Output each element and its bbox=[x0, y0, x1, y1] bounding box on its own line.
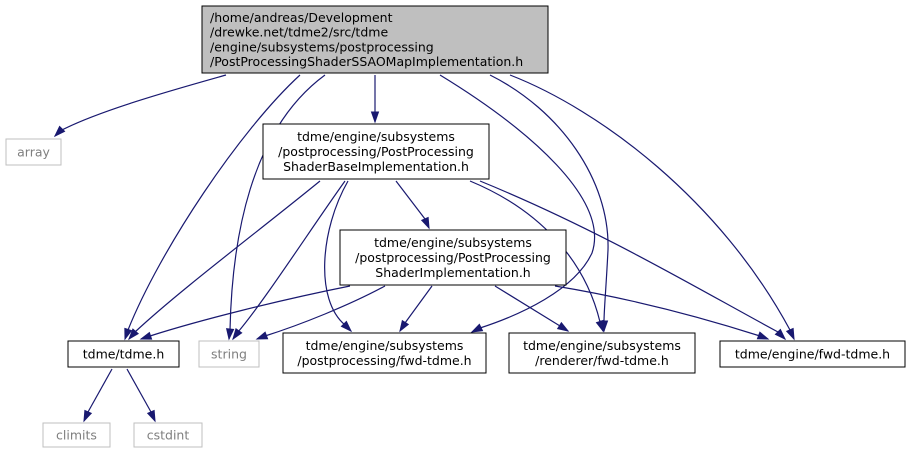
node-label: array bbox=[17, 145, 50, 160]
edge-root-base bbox=[370, 75, 380, 124]
node-box bbox=[719, 340, 906, 368]
node-climits: climits bbox=[42, 422, 111, 448]
node-label: tdme/engine/fwd-tdme.h bbox=[735, 347, 890, 362]
node-root: /home/andreas/Development/drewke.net/tdm… bbox=[201, 5, 549, 74]
arrow-head-icon bbox=[139, 331, 153, 340]
node-box bbox=[5, 138, 62, 166]
arrow-head-icon bbox=[53, 125, 66, 138]
arrow-head-icon bbox=[420, 216, 430, 230]
edge-line bbox=[229, 74, 326, 331]
node-label: /PostProcessingShaderSSAOMapImplementati… bbox=[210, 54, 523, 69]
edge-impl-ppfwd bbox=[399, 285, 433, 333]
arrow-head-icon bbox=[785, 327, 795, 341]
node-label: string bbox=[211, 347, 247, 362]
node-array: array bbox=[5, 138, 62, 166]
edge-line bbox=[479, 180, 779, 333]
node-label: /renderer/fwd-tdme.h bbox=[535, 353, 669, 368]
node-label: /postprocessing/fwd-tdme.h bbox=[297, 353, 471, 368]
arrow-head-icon bbox=[595, 319, 604, 333]
edge-line bbox=[149, 285, 351, 337]
node-label: tdme/engine/subsystems bbox=[523, 338, 681, 353]
edge-base-impl bbox=[395, 180, 430, 230]
node-engfwd[interactable]: tdme/engine/fwd-tdme.h bbox=[719, 340, 906, 368]
arrow-head-icon bbox=[470, 323, 484, 333]
edge-base-tdme bbox=[128, 180, 321, 341]
node-cstdint: cstdint bbox=[133, 422, 203, 448]
edge-root-ppfwd bbox=[439, 74, 596, 333]
edge-line bbox=[127, 74, 301, 331]
edge-impl-tdme bbox=[139, 285, 351, 340]
edge-line bbox=[554, 285, 761, 337]
node-ppfwd[interactable]: tdme/engine/subsystems/postprocessing/fw… bbox=[282, 332, 487, 374]
node-tdme[interactable]: tdme/tdme.h bbox=[67, 340, 180, 368]
node-box bbox=[339, 229, 567, 286]
arrow-head-icon bbox=[399, 319, 410, 333]
edge-root-engfwd bbox=[509, 74, 795, 341]
edge-line bbox=[264, 285, 386, 337]
arrow-head-icon bbox=[128, 328, 140, 341]
edge-line bbox=[237, 180, 346, 333]
edge-base-ppfwd bbox=[324, 180, 353, 333]
edge-impl-engfwd bbox=[554, 285, 770, 340]
edge-line bbox=[489, 74, 609, 323]
edge-line bbox=[404, 285, 433, 324]
edge-line bbox=[509, 74, 791, 331]
edge-impl-string bbox=[255, 285, 386, 340]
edge-line bbox=[324, 180, 349, 326]
edge-tdme-climits bbox=[83, 368, 113, 423]
edge-root-string bbox=[225, 74, 326, 341]
arrow-head-icon bbox=[756, 331, 770, 340]
arrow-head-icon bbox=[124, 327, 133, 341]
node-box bbox=[42, 422, 111, 448]
edge-base-engfwd bbox=[479, 180, 787, 341]
arrow-head-icon bbox=[83, 409, 93, 423]
edge-root-tdme bbox=[124, 74, 301, 341]
edge-line bbox=[439, 74, 596, 329]
node-label: cstdint bbox=[147, 428, 190, 443]
edge-base-string bbox=[232, 180, 346, 341]
edge-line bbox=[395, 180, 426, 220]
arrow-head-icon bbox=[340, 320, 353, 333]
node-renfwd[interactable]: tdme/engine/subsystems/renderer/fwd-tdme… bbox=[508, 332, 696, 374]
node-box bbox=[67, 340, 180, 368]
node-label: tdme/engine/subsystems bbox=[374, 235, 532, 250]
node-label: /drewke.net/tdme2/src/tdme bbox=[210, 25, 388, 40]
arrow-head-icon bbox=[232, 328, 243, 341]
node-label: ShaderBaseImplementation.h bbox=[283, 159, 469, 174]
node-box bbox=[201, 5, 549, 74]
edge-line bbox=[134, 180, 321, 333]
edge-line bbox=[59, 74, 227, 132]
node-impl[interactable]: tdme/engine/subsystems/postprocessing/Po… bbox=[339, 229, 567, 286]
node-box bbox=[508, 332, 696, 374]
node-box bbox=[198, 340, 260, 368]
node-string: string bbox=[198, 340, 260, 368]
node-label: /home/andreas/Development bbox=[210, 10, 393, 25]
node-label: climits bbox=[56, 428, 97, 443]
edge-impl-renfwd bbox=[494, 285, 570, 332]
edge-line bbox=[87, 368, 113, 413]
arrow-head-icon bbox=[556, 321, 570, 332]
edge-tdme-cstdint bbox=[126, 368, 156, 423]
node-box bbox=[282, 332, 487, 374]
arrow-head-icon bbox=[774, 328, 787, 341]
arrow-head-icon bbox=[370, 111, 380, 124]
edge-line bbox=[494, 285, 561, 327]
node-box bbox=[262, 123, 490, 180]
arrow-head-icon bbox=[255, 331, 269, 340]
edge-root-array bbox=[53, 74, 227, 138]
node-label: /engine/subsystems/postprocessing bbox=[210, 39, 434, 54]
node-label: tdme/engine/subsystems bbox=[306, 338, 464, 353]
node-base[interactable]: tdme/engine/subsystems/postprocessing/Po… bbox=[262, 123, 490, 180]
arrow-head-icon bbox=[225, 328, 235, 341]
node-label: /postprocessing/PostProcessing bbox=[278, 144, 474, 159]
node-label: /postprocessing/PostProcessing bbox=[355, 250, 551, 265]
node-label: tdme/engine/subsystems bbox=[297, 129, 455, 144]
node-box bbox=[133, 422, 203, 448]
node-label: ShaderImplementation.h bbox=[375, 265, 530, 280]
node-label: tdme/tdme.h bbox=[83, 347, 165, 362]
edge-line bbox=[126, 368, 152, 413]
arrow-head-icon bbox=[146, 409, 156, 423]
